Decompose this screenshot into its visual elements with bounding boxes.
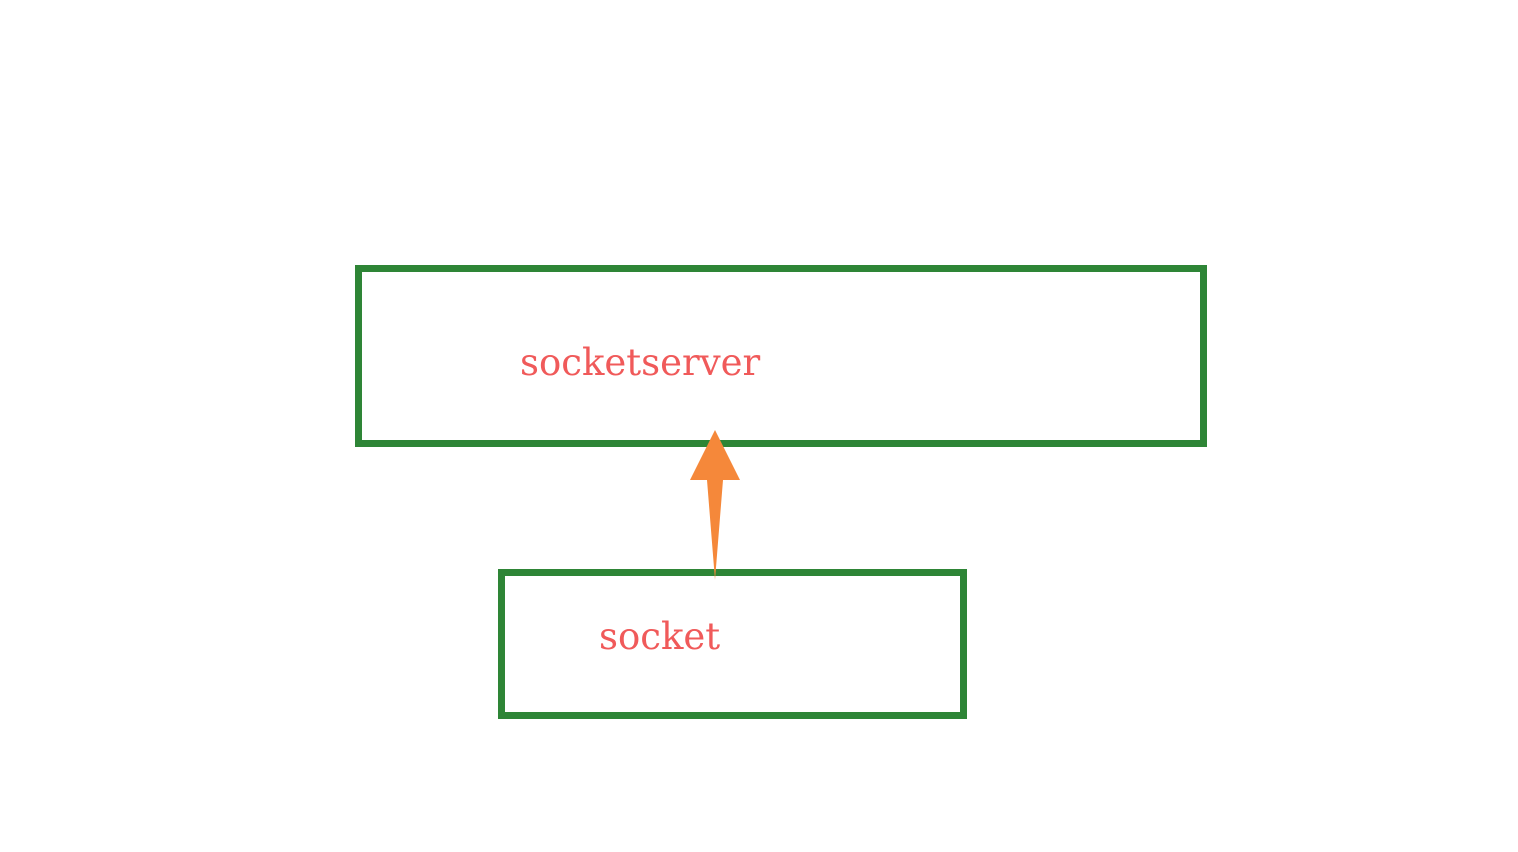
socket-label: socket [599, 615, 721, 658]
socketserver-box: socketserver [355, 265, 1207, 447]
socketserver-label: socketserver [520, 341, 761, 384]
arrow-shape [690, 430, 740, 580]
socket-box: socket [498, 569, 967, 719]
arrow-up-icon [690, 430, 740, 580]
